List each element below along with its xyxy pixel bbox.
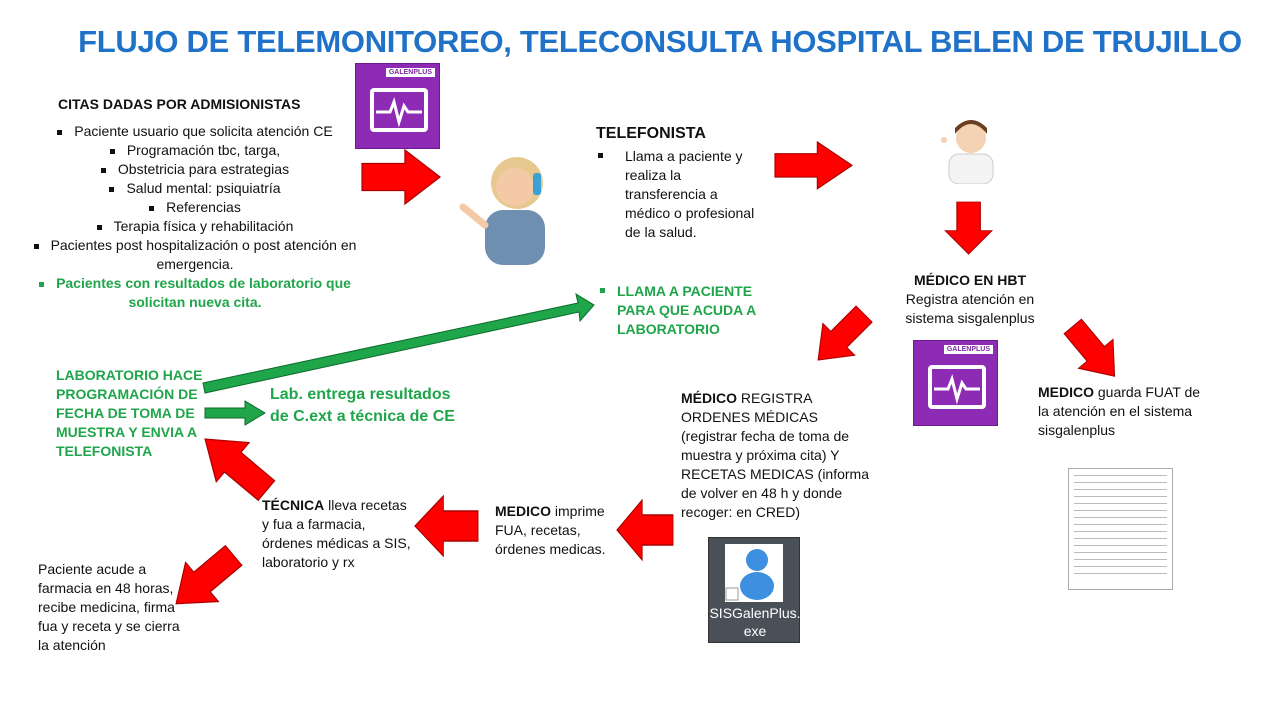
medico-hbt-block: MÉDICO EN HBT Registra atención en siste…: [905, 272, 1035, 326]
list-item: Referencias: [20, 198, 370, 217]
arrow-left-icon: [616, 499, 674, 561]
arrow-up-left-icon: [188, 418, 284, 511]
green-arrow-long: [202, 292, 595, 394]
arrow-left-icon: [414, 495, 479, 557]
arrow-down-left-icon: [159, 535, 251, 624]
sisgalenplus-exe-icon[interactable]: SISGalenPlus.exe: [708, 537, 801, 643]
medico-imprime-block: MEDICO imprime FUA, recetas, órdenes med…: [495, 503, 606, 557]
list-item: Programación tbc, targa,: [20, 141, 370, 160]
list-item-highlight: Pacientes con resultados de laboratorio …: [20, 274, 370, 312]
green-arrow-short: [204, 400, 266, 426]
doctor-illustration-icon: [935, 112, 1003, 185]
list-item: Paciente usuario que solicita atención C…: [20, 122, 370, 141]
list-item: Terapia física y rehabilitación: [20, 217, 370, 236]
list-item: Obstetricia para estrategias: [20, 160, 370, 179]
galenplus-logo-icon: GALENPLUS: [355, 63, 440, 149]
galenplus-logo-icon: GALENPLUS: [913, 340, 998, 426]
arrow-right-icon: [774, 141, 853, 190]
laboratorio-block: LABORATORIO HACE PROGRAMACIÓN DE FECHA D…: [56, 367, 203, 459]
medico-ordenes-block: MÉDICO REGISTRA ORDENES MÉDICAS (registr…: [681, 390, 869, 520]
paciente-block: Paciente acude a farmacia en 48 horas, r…: [38, 561, 180, 653]
telefonista-block: TELEFONISTA Llama a paciente y realiza l…: [596, 125, 755, 240]
medico-fuat-block: MEDICO guarda FUAT de la atención en el …: [1038, 384, 1201, 438]
admisionistas-list: Paciente usuario que solicita atención C…: [20, 122, 370, 312]
admisionistas-heading: CITAS DADAS POR ADMISIONISTAS: [58, 96, 301, 112]
page-title: FLUJO DE TELEMONITOREO, TELECONSULTA HOS…: [78, 24, 1242, 59]
arrow-down-right-icon: [1054, 311, 1133, 392]
arrow-down-icon: [944, 201, 993, 255]
telephonist-illustration-icon: [455, 145, 560, 265]
lab-entrega-label: Lab. entrega resultados de C.ext a técni…: [270, 386, 455, 425]
list-item: Salud mental: psiquiatría: [20, 179, 370, 198]
arrow-right-icon: [361, 149, 441, 205]
telefonista-highlight: LLAMA A PACIENTE PARA QUE ACUDA A LABORA…: [598, 282, 758, 339]
tecnica-block: TÉCNICA lleva recetas y fua a farmacia, …: [262, 497, 411, 570]
list-item: Pacientes post hospitalización o post at…: [20, 236, 370, 274]
arrow-down-left-icon: [801, 297, 881, 377]
fuat-document-thumbnail: [1068, 468, 1173, 590]
